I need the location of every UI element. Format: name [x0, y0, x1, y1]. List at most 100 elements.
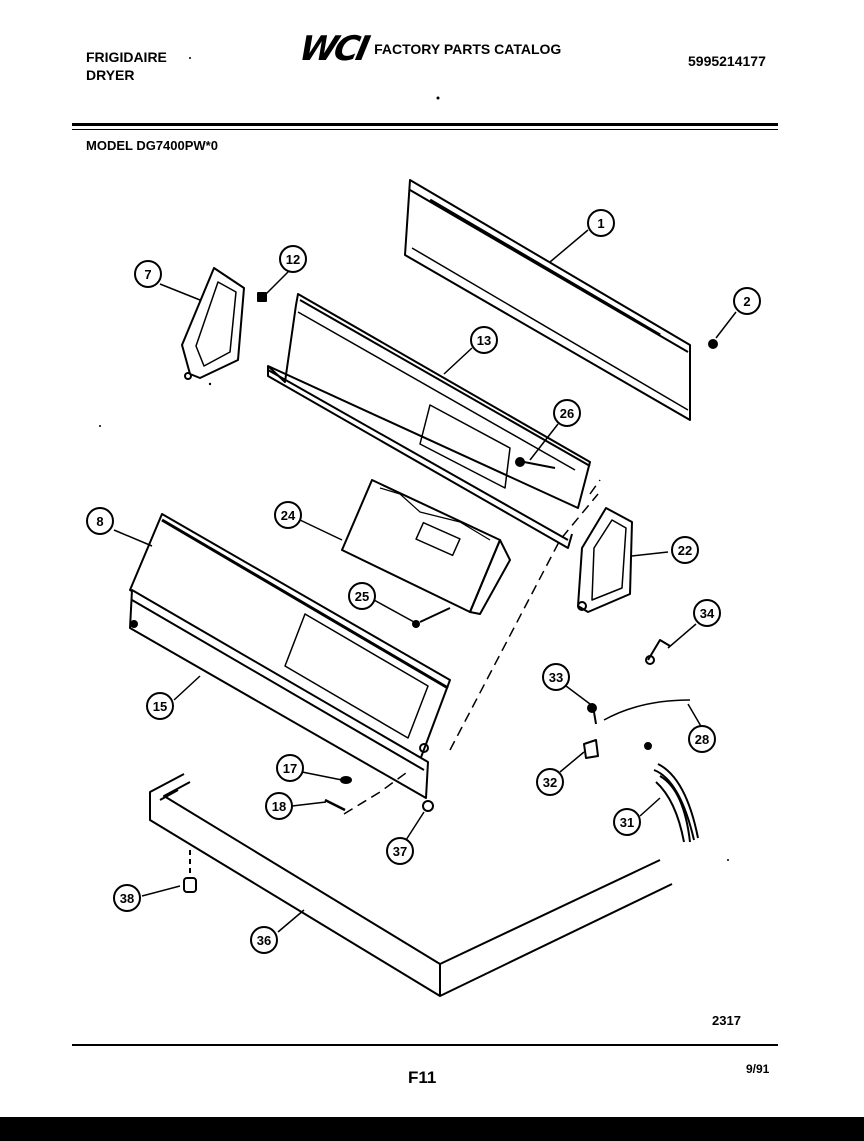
catalog-part-number: 5995214177 — [688, 53, 766, 69]
callout-13: 13 — [470, 326, 498, 354]
callout-label: 1 — [597, 216, 604, 231]
callout-label: 13 — [477, 333, 491, 348]
callout-label: 32 — [543, 775, 557, 790]
callout-label: 22 — [678, 543, 692, 558]
callout-2: 2 — [733, 287, 761, 315]
callout-circle — [274, 501, 302, 529]
callout-label: 34 — [700, 606, 715, 621]
callout-label: 33 — [549, 670, 563, 685]
callout-circle — [134, 260, 162, 288]
part-33-screw — [587, 703, 597, 725]
callout-circle — [86, 507, 114, 535]
header-rule-thin — [72, 129, 778, 130]
part-25-screw — [412, 607, 451, 628]
callout-circle — [386, 837, 414, 865]
callout-12: 12 — [279, 245, 307, 273]
callout-circle — [146, 692, 174, 720]
part-12-end-cap — [181, 267, 245, 380]
callout-circle — [553, 399, 581, 427]
part-36-frame — [149, 773, 673, 997]
callout-37: 37 — [386, 837, 414, 865]
callout-circle — [279, 245, 307, 273]
callout-label: 7 — [144, 267, 151, 282]
catalog-header: WCI FACTORY PARTS CATALOG — [296, 29, 562, 69]
part-37-screw — [422, 800, 434, 812]
part-1-panel — [404, 179, 691, 421]
brand-name: FRIGIDAIRE — [86, 49, 167, 65]
callout-label: 24 — [281, 508, 296, 523]
callout-circle — [470, 326, 498, 354]
callout-label: 15 — [153, 699, 167, 714]
callout-36: 36 — [250, 926, 278, 954]
callout-circle — [587, 209, 615, 237]
callout-17: 17 — [276, 754, 304, 782]
callout-circle — [276, 754, 304, 782]
callout-38: 38 — [113, 884, 141, 912]
callout-25: 25 — [348, 582, 376, 610]
part-17-screw — [340, 776, 352, 784]
callout-18: 18 — [265, 792, 293, 820]
part-28-wire — [603, 699, 691, 721]
callout-circle — [671, 536, 699, 564]
callout-label: 38 — [120, 891, 134, 906]
callout-24: 24 — [274, 501, 302, 529]
callout-33: 33 — [542, 663, 570, 691]
callout-label: 36 — [257, 933, 271, 948]
callout-circle — [542, 663, 570, 691]
callout-label: 2 — [743, 294, 750, 309]
callout-label: 18 — [272, 799, 286, 814]
callout-label: 37 — [393, 844, 407, 859]
part-22-end-cap — [577, 507, 633, 613]
callout-circle — [250, 926, 278, 954]
page-number: F11 — [408, 1068, 437, 1087]
callout-circle — [613, 808, 641, 836]
part-31-harness — [644, 742, 699, 843]
callout-26: 26 — [553, 399, 581, 427]
scan-specks — [99, 57, 729, 861]
callout-1: 1 — [587, 209, 615, 237]
part-2-screw — [708, 339, 718, 349]
model-number: MODEL DG7400PW*0 — [86, 138, 218, 153]
callout-circle — [688, 725, 716, 753]
callout-leaders — [113, 229, 737, 933]
catalog-title: FACTORY PARTS CATALOG — [374, 41, 562, 57]
callout-circle — [693, 599, 721, 627]
callout-circle — [733, 287, 761, 315]
callout-22: 22 — [671, 536, 699, 564]
part-13-clip — [257, 292, 267, 302]
callout-circle — [536, 768, 564, 796]
assembly-guide-lines — [343, 479, 601, 815]
footer-rule — [72, 1044, 778, 1046]
callout-8: 8 — [86, 507, 114, 535]
scan-border — [0, 1117, 864, 1141]
callout-label: 17 — [283, 761, 297, 776]
part-26-screw — [515, 457, 556, 469]
callout-label: 26 — [560, 406, 574, 421]
part-18-screw — [324, 798, 346, 812]
header-rule — [72, 123, 778, 126]
callout-label: 8 — [96, 514, 103, 529]
part-24-control-module — [341, 479, 511, 615]
callout-34: 34 — [693, 599, 721, 627]
callout-circle — [113, 884, 141, 912]
callout-label: 25 — [355, 589, 369, 604]
part-32-clamp — [583, 739, 599, 759]
part-34-bracket — [645, 639, 671, 665]
part-15-trim — [129, 589, 429, 799]
callout-circle — [348, 582, 376, 610]
part-38-clip — [183, 850, 197, 893]
callout-32: 32 — [536, 768, 564, 796]
drawing-number: 2317 — [712, 1013, 741, 1028]
callout-7: 7 — [134, 260, 162, 288]
callout-28: 28 — [688, 725, 716, 753]
product-type: DRYER — [86, 67, 135, 83]
callout-circle — [265, 792, 293, 820]
callout-label: 28 — [695, 732, 709, 747]
callout-label: 12 — [286, 252, 300, 267]
part-7-console — [267, 293, 591, 549]
callout-15: 15 — [146, 692, 174, 720]
callout-31: 31 — [613, 808, 641, 836]
